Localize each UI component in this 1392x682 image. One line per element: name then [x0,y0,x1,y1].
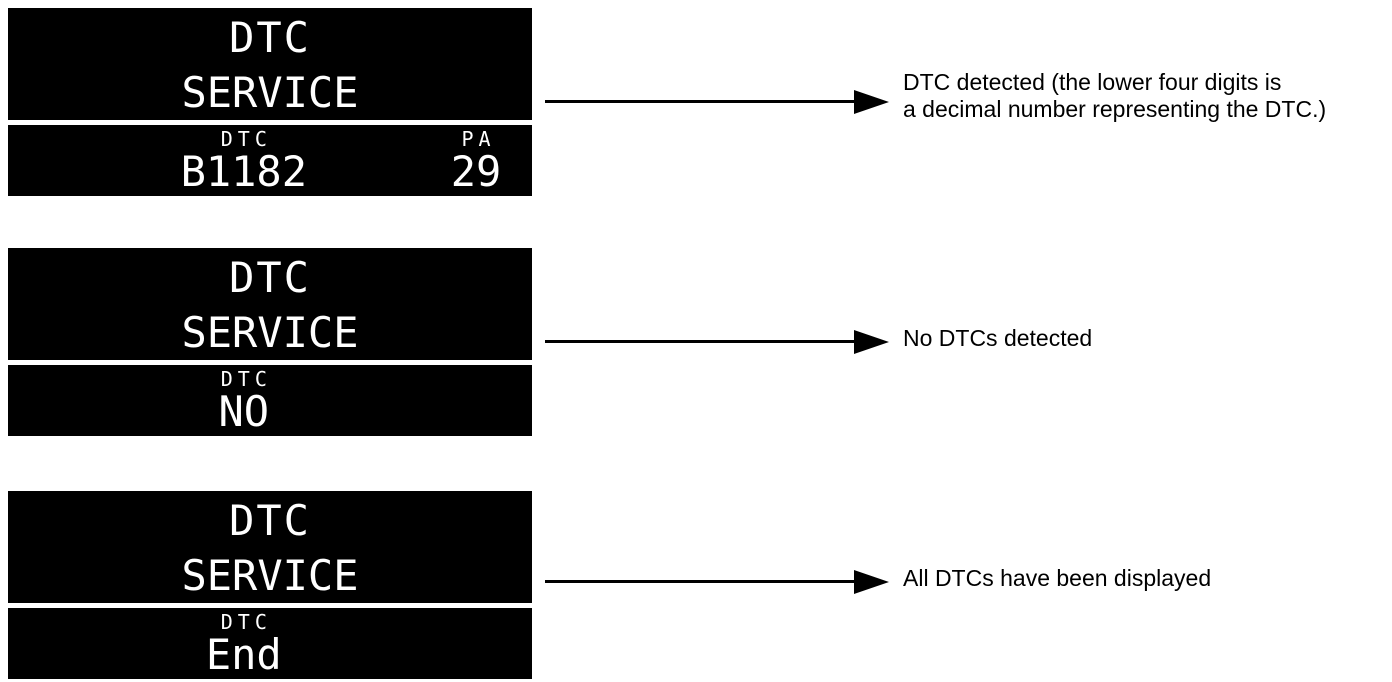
dtc-display-panel-none: DTC SERVICE DTC NO [8,248,532,436]
dtc-display-panel-detected: DTC SERVICE DTC B1182 PA 29 [8,8,532,196]
lcd-divider-line [8,120,532,125]
caption-line: a decimal number representing the DTC.) [903,96,1327,122]
lcd-divider-line [8,360,532,365]
arrowhead-icon [854,330,889,354]
arrow-shaft [545,580,857,583]
dtc-display-panel-end: DTC SERVICE DTC End [8,491,532,679]
lcd-subtitle-text: SERVICE [181,308,359,357]
arrowhead-icon [854,90,889,114]
lcd-field-value: B1182 [180,147,308,196]
lcd-title-text: DTC [229,496,311,545]
lcd-field-value: 29 [450,147,502,196]
lcd-subtitle-text: SERVICE [181,68,359,117]
arrow-shaft [545,100,857,103]
lcd-field-value: End [205,630,282,679]
lcd-field-label: PA [461,127,496,151]
lcd-dtc-field: DTC NO [139,368,349,434]
lcd-title-text: DTC [229,253,311,302]
caption-text: No DTCs detected [903,325,1092,352]
lcd-field-value: NO [218,387,270,436]
lcd-field-label: DTC [220,610,272,634]
lcd-divider-line [8,603,532,608]
lcd-field-label: DTC [220,127,272,151]
caption-text: All DTCs have been displayed [903,565,1211,592]
lcd-dtc-field: DTC End [139,611,349,677]
caption-line: All DTCs have been displayed [903,565,1212,591]
lcd-field-label: DTC [220,367,272,391]
caption-text: DTC detected (the lower four digits is a… [903,69,1326,123]
caption-line: No DTCs detected [903,325,1093,351]
lcd-title-text: DTC [229,13,311,62]
lcd-subtitle-text: SERVICE [181,551,359,600]
arrowhead-icon [854,570,889,594]
lcd-dtc-field: DTC B1182 [139,128,349,194]
lcd-pa-field: PA 29 [420,128,532,194]
arrow-shaft [545,340,857,343]
caption-line: DTC detected (the lower four digits is [903,69,1282,95]
